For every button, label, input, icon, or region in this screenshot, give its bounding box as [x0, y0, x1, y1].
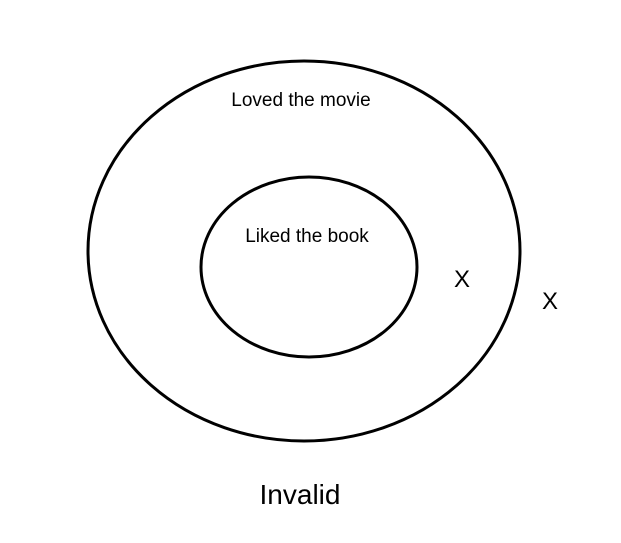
- outer-circle-label: Loved the movie: [231, 90, 371, 111]
- inner-circle: [199, 175, 419, 359]
- outer-circle: [86, 59, 522, 443]
- x-mark-inside-outer-circle: X: [453, 266, 471, 293]
- x-mark-outside-circle: X: [541, 288, 559, 315]
- inner-circle-label: Liked the book: [245, 226, 369, 247]
- caption-invalid: Invalid: [259, 479, 341, 510]
